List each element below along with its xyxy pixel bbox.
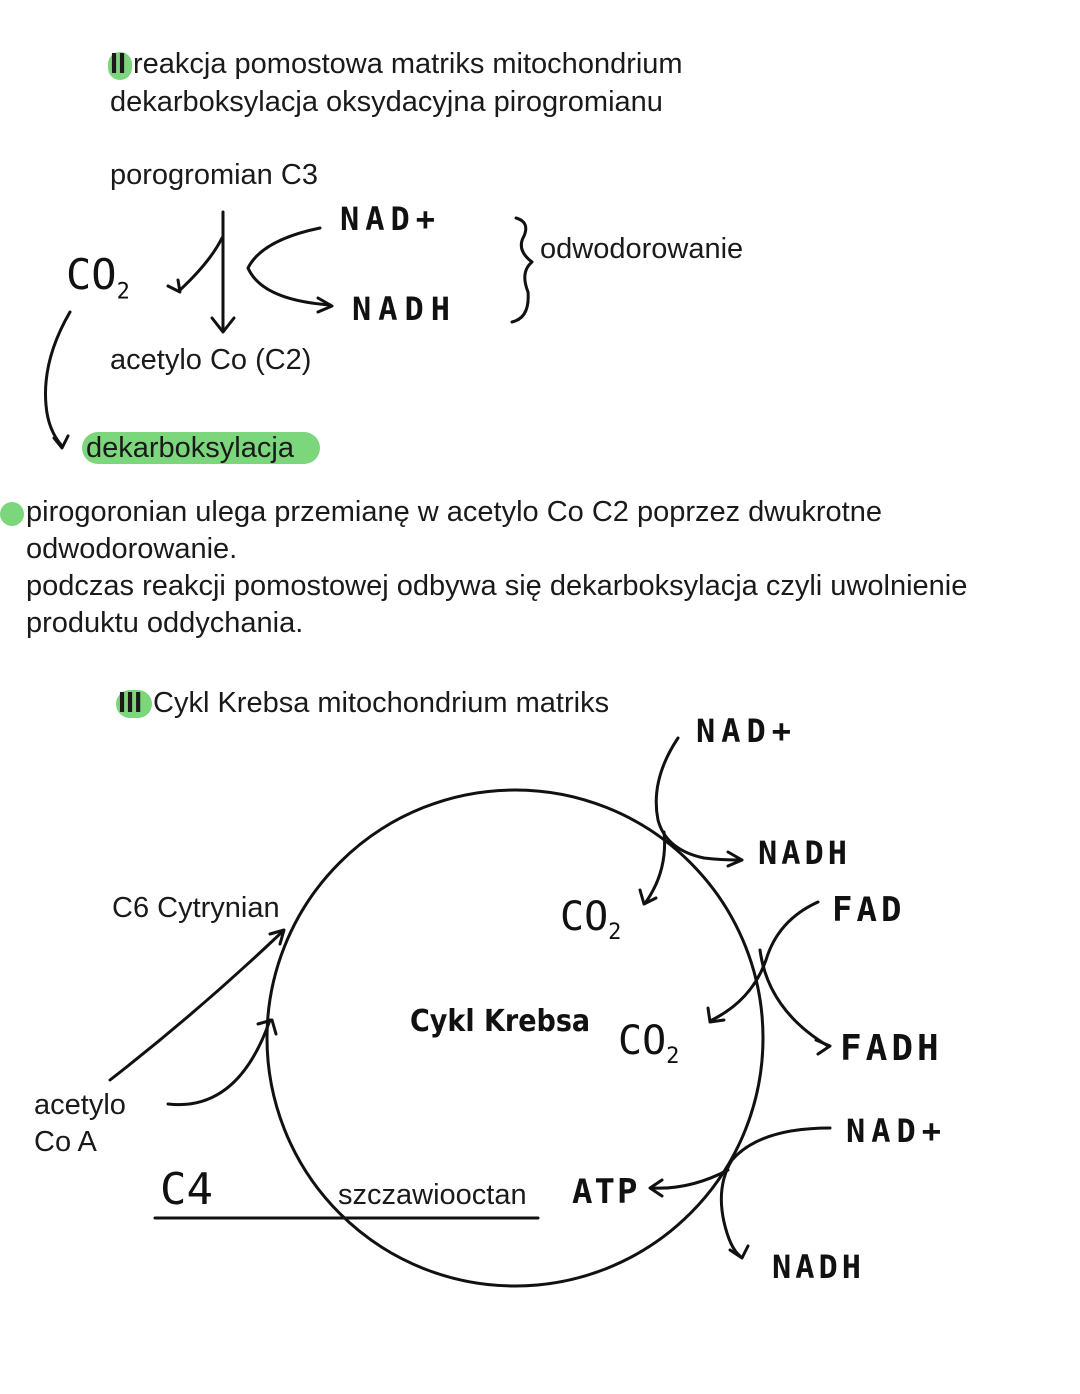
dekarboksylacja-curve [44,310,72,448]
note-line-1: pirogoronian ulega przemianę w acetylo C… [26,496,882,528]
odwodorowanie-label: odwodorowanie [540,233,744,265]
co2-a-subscript: 2 [608,920,622,945]
section-iii-marker: III [118,687,143,719]
co2-b-subscript: 2 [666,1044,680,1069]
nadh-2-arrowhead [728,1244,750,1260]
pyruvate-label: porogromian C3 [110,159,318,191]
section-ii-marker: II [110,48,127,80]
nad-plus-2-label: NAD+ [846,1112,948,1150]
acetyl-arrow-1 [108,930,284,1082]
atp-arrowhead [648,1178,664,1198]
oxaloacetate-label: szczawiooctan [338,1179,527,1211]
nad-loop-2 [719,1126,832,1258]
co2-b-text: CO [618,1018,667,1064]
co2-release-stroke [178,236,224,292]
nadh-1-arrowhead [726,850,744,868]
co2-a-label: CO2 [560,894,621,945]
note-line-3: podczas reakcji pomostowej odbywa się de… [26,570,968,602]
co2-b-label: CO2 [618,1018,679,1069]
nadh-1-label: NADH [758,834,852,872]
fad-label: FAD [832,890,906,930]
odwodorowanie-brace [510,216,534,324]
section-iii-title: Cykl Krebsa mitochondrium matriks [153,687,610,719]
co2-a-arrow [644,830,667,904]
co2-a-arrowhead [638,888,658,906]
co2-release-head [166,278,182,294]
highlight-decarboksylacja [82,432,320,464]
nad-loop-1 [654,736,742,862]
krebs-cycle-circle [265,788,765,1288]
nad-to-nadh-curve [246,226,332,307]
highlight-marker-iii [116,690,152,718]
acetyl-arrow-1-head [268,928,286,946]
nadh-2-label: NADH [772,1248,866,1286]
acetyl-coa-line-2: Co A [34,1126,97,1158]
atp-label: ATP [572,1172,640,1212]
fadh-curve [758,948,830,1048]
dekarboksylacja-label: dekarboksylacja [86,432,294,464]
co2-label: CO2 [66,250,130,304]
citrate-label: C6 Cytrynian [112,892,280,924]
co2-subscript: 2 [116,279,130,305]
nad-plus-label: NAD+ [340,200,442,238]
c4-label: C4 [160,1164,213,1215]
note-line-4: produktu oddychania. [26,607,304,639]
dekarboksylacja-arrowhead [52,434,70,450]
acetyl-arrow-2-head [256,1018,278,1036]
atp-arrow [650,1168,730,1190]
fadh-label: FADH [840,1028,943,1069]
highlight-bullet-dot [0,502,24,526]
co2-text: CO [66,250,117,299]
nadh-arrowhead [316,296,334,314]
acetyl-arrow-2 [166,1018,272,1107]
section-ii-title: reakcja pomostowa matriks mitochondrium [133,48,683,80]
note-line-2: odwodorowanie. [26,533,238,565]
fadh-arrowhead [814,1038,832,1056]
acetyl-coa-line-1: acetylo [34,1089,126,1121]
down-arrow-pyruvate-head [210,316,236,334]
co2-a-text: CO [560,894,609,940]
acetyl-co-label: acetylo Co (C2) [110,344,312,376]
highlight-marker-ii [108,52,132,80]
co2-b-arrowhead [706,1006,726,1024]
section-ii-subtitle: dekarboksylacja oksydacyjna pirogromianu [110,86,663,118]
nadh-label: NADH [352,290,458,328]
nad-plus-1-label: NAD+ [696,712,798,750]
krebs-cycle-label: Cykl Krebsa [410,1004,591,1039]
fad-curve [710,900,820,1022]
